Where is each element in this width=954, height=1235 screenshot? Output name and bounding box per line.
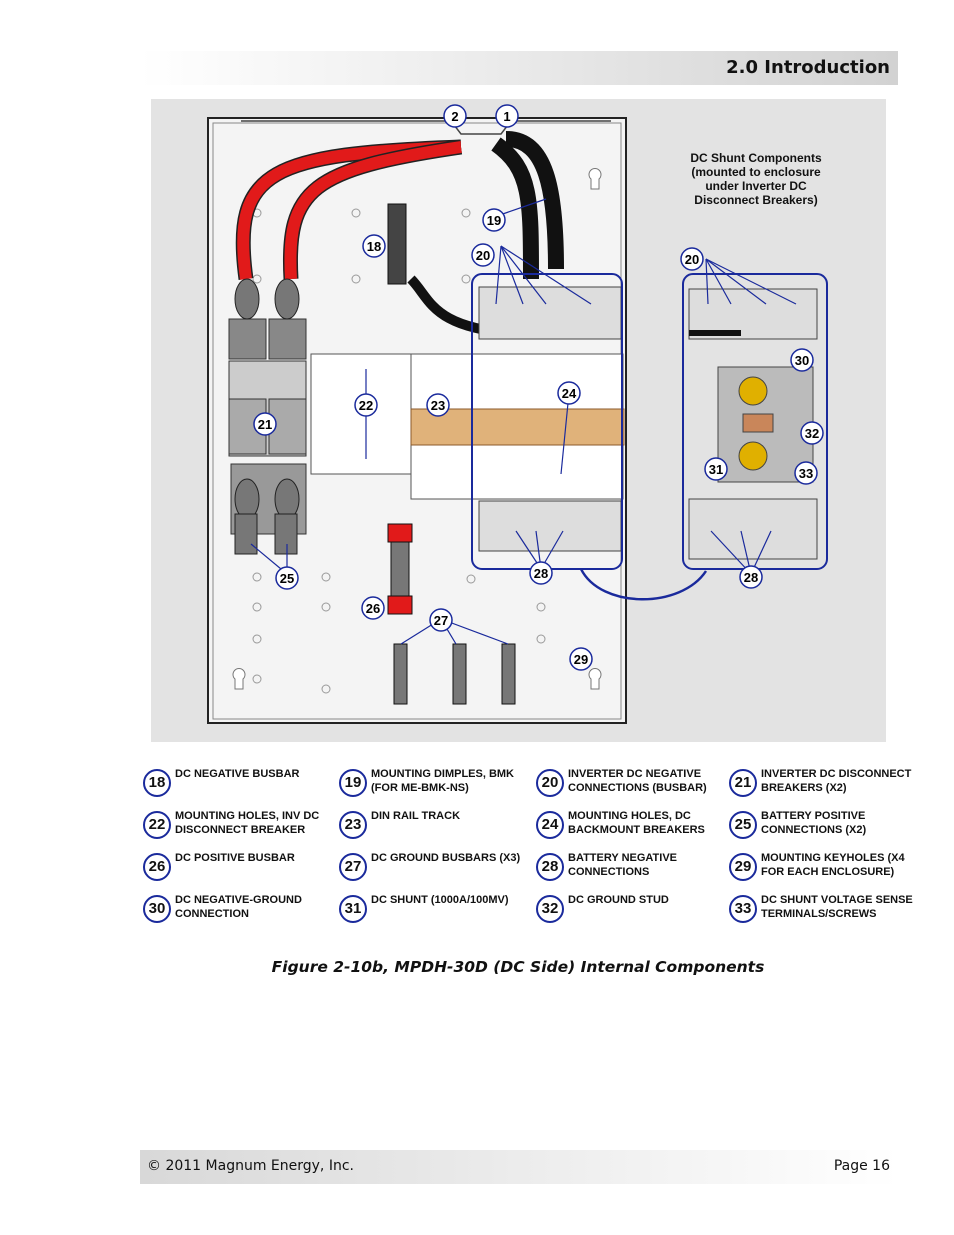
callout-30: 30 [790,348,814,372]
callout-33: 33 [794,461,818,485]
callout-23: 23 [426,393,450,417]
copyright: © 2011 Magnum Energy, Inc. [147,1158,354,1174]
callout-29: 29 [569,647,593,671]
section-title: 2.0 Introduction [726,57,890,78]
svg-text:23: 23 [431,398,445,413]
callout-19: 19 [482,208,506,232]
svg-text:28: 28 [534,566,548,581]
enclosure-diagram: 2 1 19 18 20 21 22 23 24 25 26 27 28 29 … [207,104,828,724]
callout-27: 27 [429,608,453,632]
svg-text:25: 25 [280,571,294,586]
callout-20: 20 [471,243,495,267]
dc-shunt-note: DC Shunt Components (mounted to enclosur… [690,151,822,207]
callout-1: 1 [495,104,519,128]
svg-text:31: 31 [709,462,723,477]
callout-18: 18 [362,234,386,258]
legend-item: 29Mounting Keyholes (X4 for each enclosu… [726,849,916,889]
svg-text:30: 30 [795,353,809,368]
svg-text:1: 1 [503,109,510,124]
page-number: Page 16 [833,1158,890,1174]
legend-item: 21Inverter DC Disconnect Breakers (x2) [726,765,916,805]
figure-panel: 2 1 19 18 20 21 22 23 24 25 26 27 28 29 … [151,99,886,742]
callout-25: 25 [275,566,299,590]
header-bar: 2.0 Introduction [140,51,898,85]
callout-28-shunt: 28 [739,565,763,589]
svg-text:2: 2 [451,109,458,124]
svg-text:32: 32 [805,426,819,441]
svg-text:21: 21 [258,417,272,432]
callout-28: 28 [529,561,553,585]
svg-text:18: 18 [367,239,381,254]
callout-26: 26 [361,596,385,620]
callout-31: 31 [704,457,728,481]
legend-item: 25Battery Positive Connections (x2) [726,807,916,847]
svg-text:20: 20 [685,252,699,267]
svg-text:19: 19 [487,213,501,228]
svg-text:24: 24 [562,386,577,401]
callout-24: 24 [557,381,581,405]
legend-item: 19Mounting Dimples, BMK (for ME-BMK-NS) [336,765,526,805]
svg-text:29: 29 [574,652,588,667]
footer-bar: © 2011 Magnum Energy, Inc. Page 16 [140,1150,898,1184]
svg-text:33: 33 [799,466,813,481]
svg-text:22: 22 [359,398,373,413]
callout-21: 21 [253,412,277,436]
callout-32: 32 [800,421,824,445]
callout-2: 2 [443,104,467,128]
legend-item: 24Mounting Holes, DC Backmount Breakers [533,807,723,847]
callout-22: 22 [354,393,378,417]
callout-20-shunt: 20 [680,247,704,271]
svg-text:28: 28 [744,570,758,585]
legend-item: 28Battery Negative Connections [533,849,723,889]
svg-text:26: 26 [366,601,380,616]
svg-text:27: 27 [434,613,448,628]
legend-item: 22Mounting Holes, Inv DC Disconnect Brea… [140,807,330,847]
figure-caption: Figure 2-10b, MPDH-30D (DC Side) Interna… [271,958,765,976]
svg-text:20: 20 [476,248,490,263]
legend-item: 20Inverter DC Negative Connections (Busb… [533,765,723,805]
